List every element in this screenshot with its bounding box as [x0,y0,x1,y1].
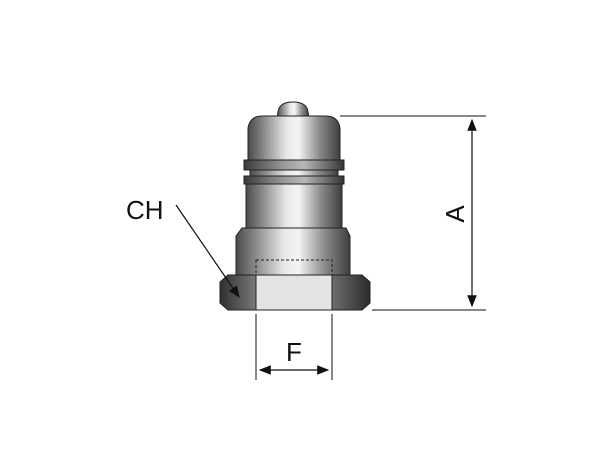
plug-tip [276,101,310,119]
plug-body [235,227,351,276]
label-f: F [286,337,302,367]
leader-line-ch [175,204,240,298]
hex-nut-right-face [331,274,371,311]
groove-channel [249,169,339,177]
label-ch: CH [126,195,164,225]
callout-ch: CH [126,195,240,298]
dimension-a: A [340,115,486,311]
plug-shank [245,183,343,229]
dimension-f: F [255,314,333,380]
plug-head [247,115,341,161]
label-a: A [440,205,470,223]
groove-ring-lower [243,175,345,185]
groove-ring-upper [243,159,345,171]
hex-nut-center-face [255,274,333,311]
hex-nut-left-face [219,274,257,311]
coupling-plug [219,101,371,311]
